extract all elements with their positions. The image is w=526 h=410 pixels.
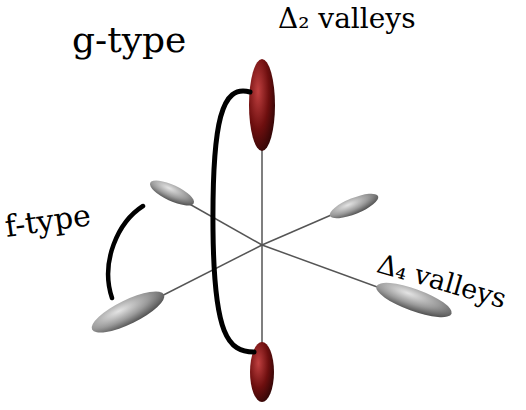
axes xyxy=(130,110,413,370)
scattering-label: f-type xyxy=(3,198,93,243)
f-type-arc xyxy=(108,206,143,298)
scattering-label-holder: f-type xyxy=(3,198,93,243)
delta4-valley xyxy=(87,284,169,341)
scattering-label: g-type xyxy=(72,20,186,60)
delta4-valley xyxy=(327,189,381,223)
delta4-valley xyxy=(147,176,197,211)
valley-label-holder: Δ₂ valleys xyxy=(278,4,416,35)
g-type-arc xyxy=(213,91,254,352)
scattering-label-holder: g-type xyxy=(72,20,186,60)
valley-label: Δ₂ valleys xyxy=(278,4,416,35)
delta2-valley xyxy=(249,59,275,151)
